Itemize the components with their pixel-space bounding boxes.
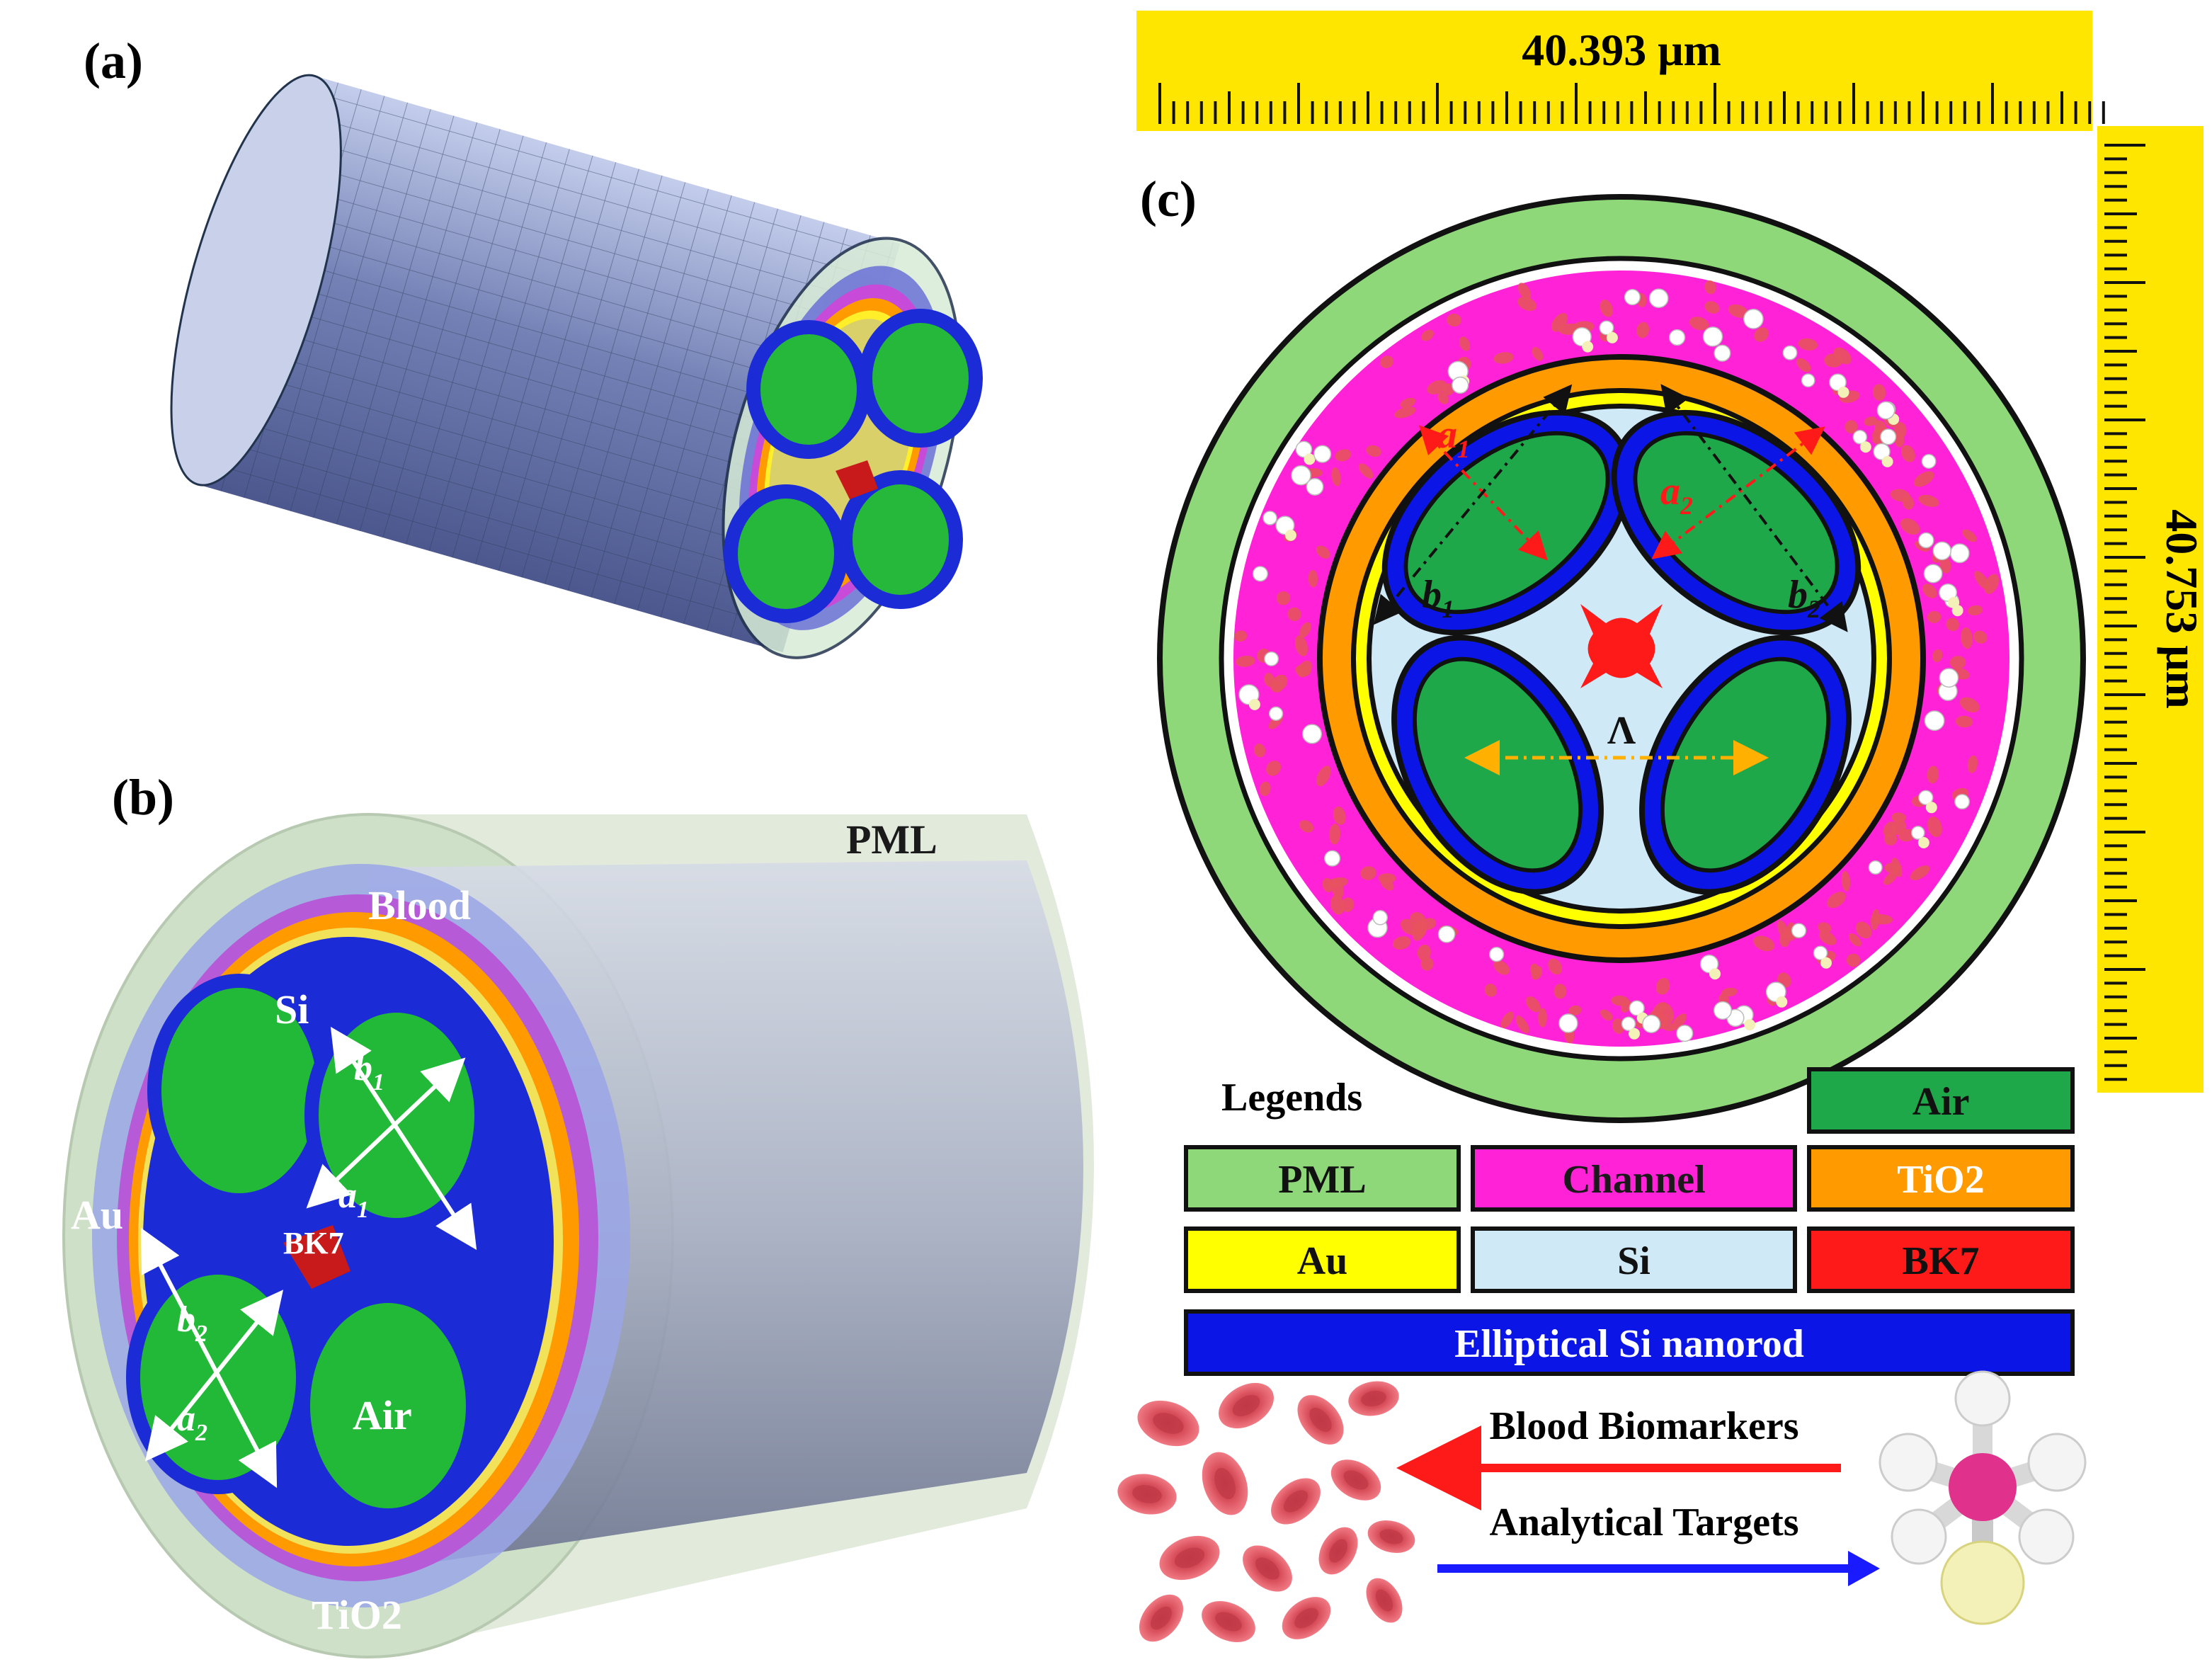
bk7-core-star: [1580, 604, 1663, 688]
label-bk7: BK7: [283, 1226, 344, 1260]
nanorod-bottom-left: [1391, 634, 1604, 895]
ruler-horizontal: 40.393 μm: [1136, 11, 2105, 131]
red-blood-cell: [1159, 1535, 1220, 1581]
red-blood-cell: [1366, 1578, 1403, 1623]
red-blood-cell: [1271, 1478, 1321, 1525]
legend-item-bk7: BK7: [1807, 1226, 2075, 1293]
legend-item-elliptical-si-nanorod: Elliptical Si nanorod: [1184, 1309, 2075, 1376]
svg-text:40.393 μm: 40.393 μm: [1522, 25, 1721, 75]
molecule-icon: [1879, 1370, 2087, 1625]
panel-a-label: (a): [84, 33, 143, 89]
legend-item-label: Channel: [1562, 1158, 1705, 1202]
legend-item-si: Si: [1471, 1226, 1797, 1293]
red-blood-cell: [1202, 1600, 1255, 1643]
bk7-core-a: [836, 460, 878, 499]
label-air: Air: [353, 1392, 412, 1438]
red-blood-cell: [1243, 1545, 1292, 1592]
blood-biomarkers-label: Blood Biomarkers: [1489, 1404, 1798, 1448]
dim-b1: b1: [354, 1048, 384, 1095]
label-pml: PML: [846, 816, 937, 863]
legend-item-label: Elliptical Si nanorod: [1454, 1322, 1804, 1366]
red-blood-cell: [1330, 1459, 1381, 1501]
label-si: Si: [275, 986, 309, 1032]
legend-title: Legends: [1221, 1076, 1362, 1120]
dim-a2: a2: [177, 1399, 207, 1446]
front-face-a: [724, 309, 983, 623]
dim-c-b2: b2: [1788, 573, 1820, 623]
dim-c-lambda: Λ: [1607, 709, 1636, 753]
legend-item-label: TiO2: [1897, 1158, 1984, 1202]
biomarker-section: Blood Biomarkers Analytical Targets: [1117, 1370, 2087, 1643]
panel-b-label: (b): [112, 769, 174, 826]
red-blood-cell: [1202, 1452, 1248, 1515]
label-au: Au: [71, 1192, 123, 1238]
panel-a: (a): [84, 33, 983, 659]
red-blood-cell: [1117, 1474, 1177, 1515]
svg-text:40.753 μm: 40.753 μm: [2157, 509, 2207, 709]
red-blood-cell: [1297, 1395, 1344, 1445]
legend-item-label: Air: [1912, 1080, 1970, 1124]
legend-item-channel: Channel: [1471, 1145, 1797, 1212]
legend-item-pml: PML: [1184, 1145, 1461, 1212]
legend-item-label: PML: [1278, 1158, 1366, 1202]
red-blood-cell: [1282, 1597, 1331, 1639]
legend-item-tio2: TiO2: [1807, 1145, 2075, 1212]
red-blood-cell: [1348, 1381, 1399, 1416]
panel-b: (b): [62, 769, 1094, 1658]
legend-item-au: Au: [1184, 1226, 1461, 1293]
legend-item-label: Si: [1617, 1239, 1651, 1283]
red-blood-cell: [1318, 1527, 1358, 1575]
cutaway-cylinder: [62, 813, 1094, 1658]
red-blood-cell: [1219, 1382, 1274, 1429]
panel-c: 40.393 μm 40.753 μm (c): [1136, 11, 2207, 1123]
legend-item-label: BK7: [1903, 1239, 1980, 1283]
ruler-vertical: 40.753 μm: [2097, 126, 2207, 1093]
legend-item-air: Air: [1807, 1067, 2075, 1134]
label-blood: Blood: [368, 882, 471, 928]
analytical-targets-label: Analytical Targets: [1489, 1501, 1798, 1544]
label-tio2: TiO2: [312, 1592, 402, 1638]
red-blood-cell: [1139, 1594, 1184, 1642]
panel-c-label: (c): [1140, 171, 1197, 227]
arrow-right-blue-head: [1848, 1551, 1880, 1586]
dim-c-a1: a1: [1437, 413, 1470, 463]
cross-section: [1157, 194, 2086, 1123]
red-blood-cell: [1367, 1520, 1415, 1554]
red-blood-cell: [1137, 1400, 1199, 1447]
dim-a1: a1: [338, 1176, 369, 1223]
dim-c-b1: b1: [1422, 573, 1454, 623]
red-blood-cells: [1117, 1381, 1415, 1643]
legend-item-label: Au: [1297, 1239, 1348, 1283]
dim-c-a2: a2: [1660, 469, 1693, 520]
dim-b2: b2: [177, 1299, 207, 1347]
